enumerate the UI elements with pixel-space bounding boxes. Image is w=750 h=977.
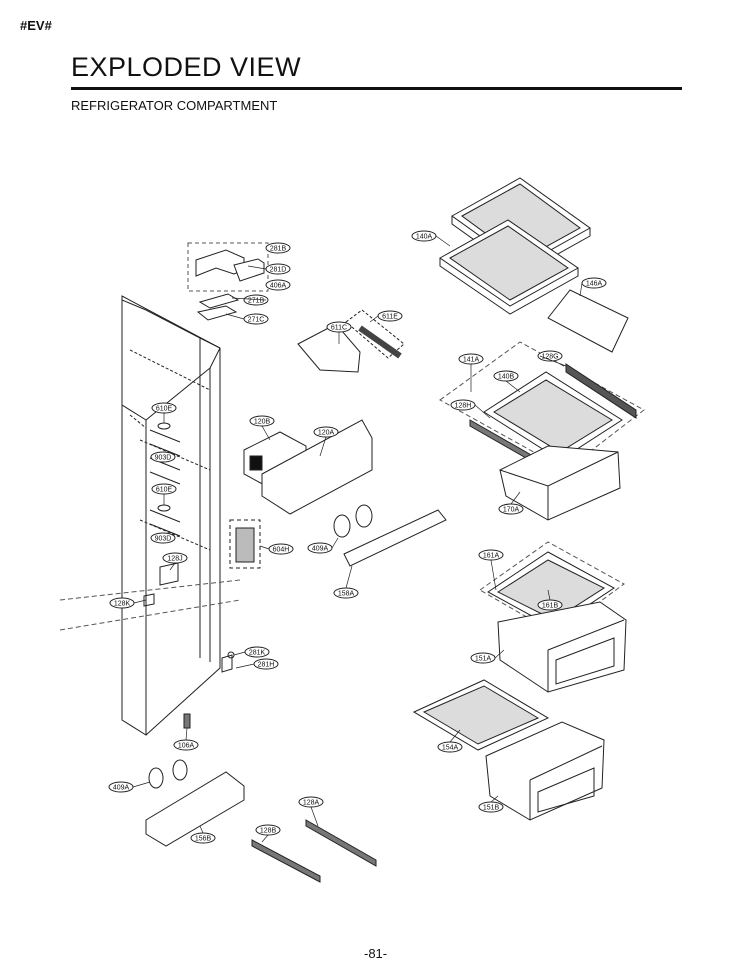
svg-text:140A: 140A	[416, 234, 433, 241]
drawer-151A-drawing	[497, 601, 627, 693]
svg-text:128H: 128H	[455, 403, 472, 410]
svg-text:140B: 140B	[498, 374, 515, 381]
controller-drawing	[243, 419, 373, 515]
shelf-assembly-141A-drawing	[439, 341, 645, 471]
page-title: EXPLODED VIEW	[71, 52, 302, 82]
callout-903D-lower: 903D	[150, 532, 176, 544]
drawer-151B-drawing	[485, 721, 605, 821]
lamps-center-drawing	[333, 504, 373, 538]
svg-text:141A: 141A	[463, 357, 480, 364]
callout-409A-lower: 409A	[108, 781, 134, 793]
callout-610E-lower: 610E	[151, 483, 177, 495]
svg-text:281K: 281K	[249, 650, 266, 657]
callout-128B: 128B	[255, 824, 281, 836]
callout-120A: 120A	[313, 426, 339, 438]
svg-text:604H: 604H	[273, 547, 290, 554]
svg-text:406A: 406A	[270, 283, 287, 290]
callout-141A: 141A	[458, 353, 484, 365]
svg-text:161B: 161B	[542, 603, 559, 610]
callout-151B: 151B	[478, 801, 504, 813]
callout-281B: 281B	[265, 242, 291, 254]
cover-146A-drawing	[547, 289, 629, 353]
svg-text:903D: 903D	[155, 536, 172, 543]
svg-text:128A: 128A	[303, 800, 320, 807]
svg-text:128B: 128B	[260, 828, 277, 835]
crisper-170A-drawing	[499, 445, 621, 521]
svg-text:610E: 610E	[156, 406, 173, 413]
callout-120B: 120B	[249, 415, 275, 427]
svg-text:409A: 409A	[312, 546, 329, 553]
leader-lines	[132, 235, 583, 843]
svg-text:151A: 151A	[475, 656, 492, 663]
callout-156B: 156B	[190, 832, 216, 844]
svg-text:154A: 154A	[442, 745, 459, 752]
callout-409A-center: 409A	[307, 542, 333, 554]
callout-271C: 271C	[243, 313, 269, 325]
callout-604H: 604H	[268, 543, 294, 555]
callout-128J: 128J	[162, 552, 188, 564]
callout-128K: 128K	[109, 597, 135, 609]
callout-151A: 151A	[470, 652, 496, 664]
callout-161B: 161B	[537, 599, 563, 611]
svg-text:281H: 281H	[258, 662, 275, 669]
callout-281D: 281D	[265, 263, 291, 275]
callout-128A: 128A	[298, 796, 324, 808]
svg-text:151B: 151B	[483, 805, 500, 812]
svg-text:281B: 281B	[270, 246, 287, 253]
callout-128G: 128G	[537, 350, 563, 362]
hinge-bracket-drawing	[187, 242, 269, 321]
filter-604H-drawing	[229, 519, 261, 569]
callout-170A: 170A	[498, 503, 524, 515]
callout-106A: 106A	[173, 739, 199, 751]
svg-text:128G: 128G	[541, 354, 558, 361]
callout-281H: 281H	[253, 658, 279, 670]
callout-146A: 146A	[581, 277, 607, 289]
svg-text:156B: 156B	[195, 836, 212, 843]
callout-281K: 281K	[244, 646, 270, 658]
callout-903D-upper: 903D	[150, 451, 176, 463]
callout-406A: 406A	[265, 279, 291, 291]
svg-text:903D: 903D	[155, 455, 172, 462]
svg-text:128K: 128K	[114, 601, 131, 608]
svg-text:161A: 161A	[483, 553, 500, 560]
svg-text:170A: 170A	[503, 507, 520, 514]
cabinet-drawing	[59, 295, 241, 736]
callout-158A: 158A	[333, 587, 359, 599]
callout-154A: 154A	[437, 741, 463, 753]
callout-610E-upper: 610E	[151, 402, 177, 414]
title-rule	[71, 87, 682, 90]
svg-text:271C: 271C	[248, 317, 265, 324]
svg-text:611E: 611E	[382, 314, 398, 321]
callout-271B: 271B	[243, 294, 269, 306]
svg-text:611C: 611C	[331, 325, 347, 332]
svg-text:128J: 128J	[167, 556, 182, 563]
svg-text:281D: 281D	[270, 267, 287, 274]
callout-140A: 140A	[411, 230, 437, 242]
callout-611E: 611E	[377, 310, 403, 322]
tray-154A-drawing	[412, 679, 550, 751]
svg-text:158A: 158A	[338, 591, 355, 598]
svg-text:120A: 120A	[318, 430, 335, 437]
svg-text:120B: 120B	[254, 419, 271, 426]
shelf-140A-drawing	[439, 177, 591, 315]
callout-611C: 611C	[326, 321, 352, 333]
callout-140B: 140B	[493, 370, 519, 382]
lamp-cover-158A-drawing	[343, 509, 447, 567]
document-code: #EV#	[20, 18, 52, 33]
svg-text:271B: 271B	[248, 298, 265, 305]
svg-text:146A: 146A	[586, 281, 603, 288]
svg-text:106A: 106A	[178, 743, 195, 750]
svg-text:610E: 610E	[156, 487, 173, 494]
callout-128H: 128H	[450, 399, 476, 411]
svg-text:409A: 409A	[113, 785, 130, 792]
page-subtitle: REFRIGERATOR COMPARTMENT	[71, 98, 278, 113]
lower-parts-drawing	[145, 713, 377, 883]
page-number: -81-	[364, 946, 388, 961]
callout-161A: 161A	[478, 549, 504, 561]
